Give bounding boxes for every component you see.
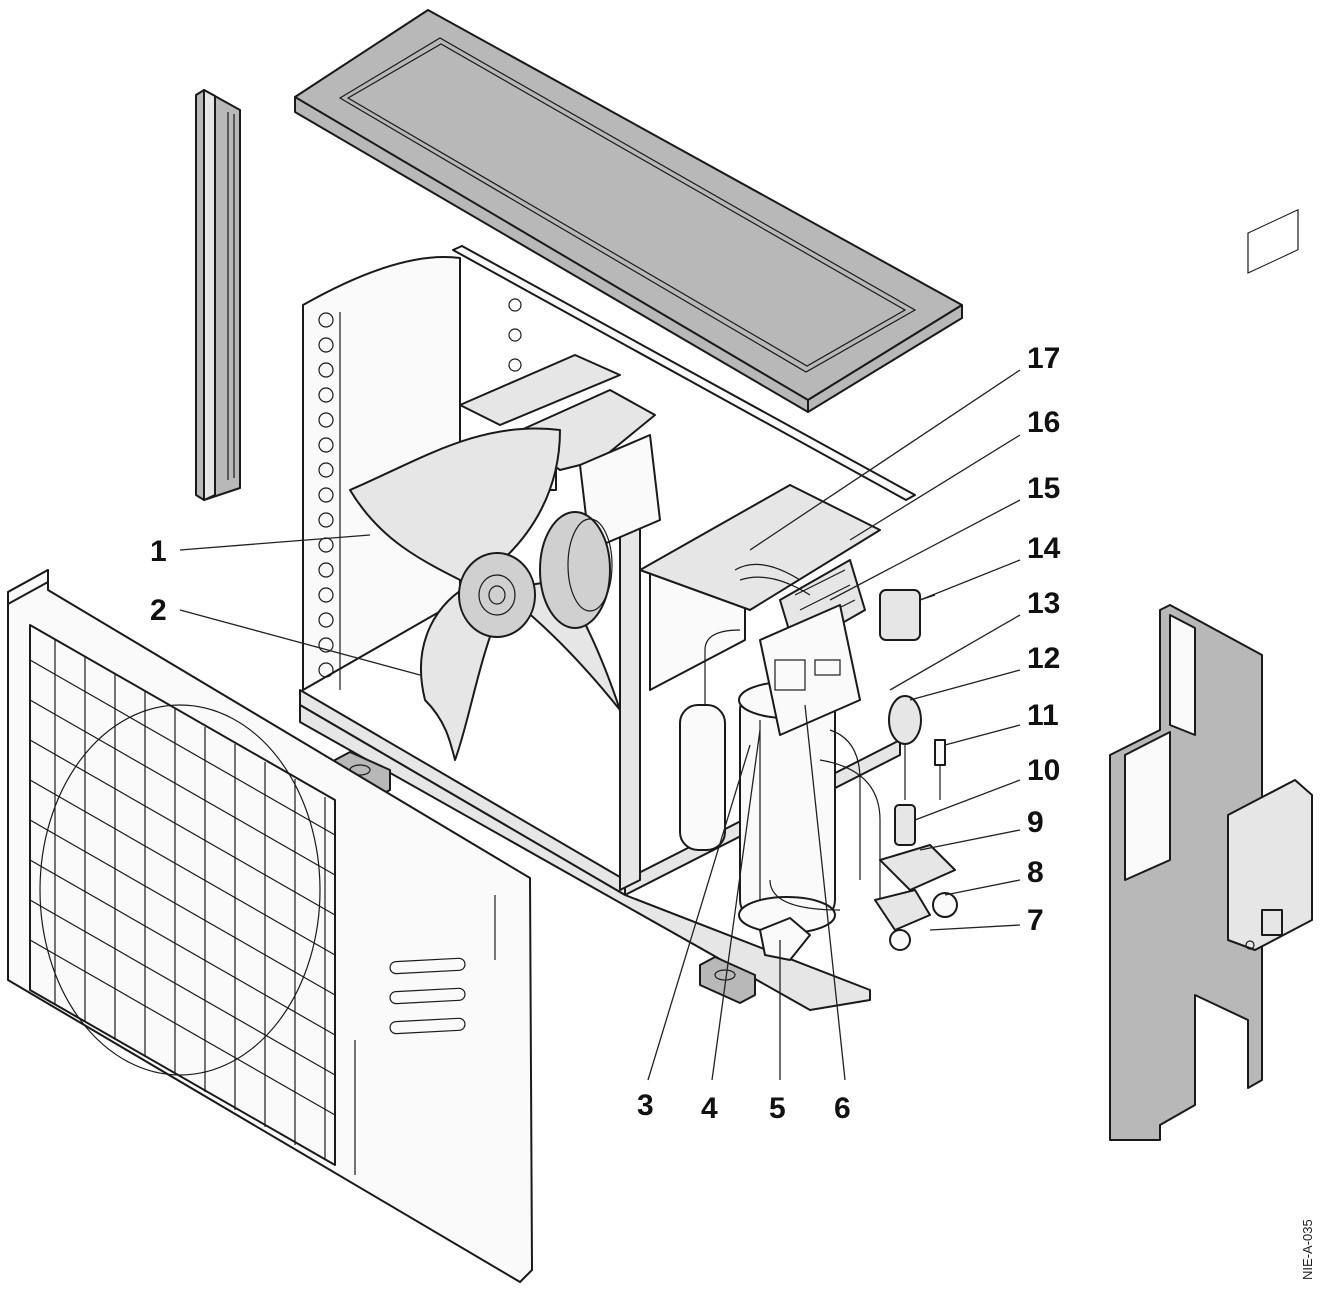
fan-motor bbox=[539, 511, 613, 629]
coil-tube-bends bbox=[318, 298, 522, 678]
callout-4: 4 bbox=[701, 1092, 718, 1125]
callout-labels: 1 2 3 4 5 6 7 8 9 10 11 12 13 14 15 16 1… bbox=[150, 342, 1061, 1125]
callout-1: 1 bbox=[150, 535, 167, 568]
callout-10: 10 bbox=[1027, 754, 1060, 787]
expansion-valve bbox=[888, 695, 922, 800]
callout-16: 16 bbox=[1027, 406, 1060, 439]
leader-lines bbox=[179, 369, 1021, 1081]
fan-blade bbox=[349, 427, 621, 761]
top-cover-panel bbox=[294, 9, 963, 413]
figure-code: NIE-A-035 bbox=[1300, 1219, 1315, 1280]
corner-post bbox=[195, 89, 241, 501]
callout-11: 11 bbox=[1027, 699, 1059, 732]
callout-7: 7 bbox=[1027, 904, 1044, 937]
service-valve-gas bbox=[879, 844, 958, 918]
callout-9: 9 bbox=[1027, 806, 1044, 839]
callout-5: 5 bbox=[769, 1092, 786, 1125]
four-way-valve bbox=[879, 589, 936, 641]
service-valve-liquid bbox=[874, 889, 931, 951]
front-grille-panel bbox=[7, 569, 533, 1283]
strainer bbox=[894, 804, 916, 846]
grille-bars bbox=[29, 640, 336, 1160]
callout-3: 3 bbox=[637, 1089, 654, 1122]
grille-slots bbox=[354, 895, 496, 1175]
condenser-coil bbox=[302, 256, 522, 691]
callout-6: 6 bbox=[834, 1092, 851, 1125]
callout-2: 2 bbox=[150, 594, 167, 627]
side-panel bbox=[1109, 208, 1313, 1141]
sensor bbox=[934, 739, 946, 800]
callout-13: 13 bbox=[1027, 587, 1060, 620]
control-board bbox=[759, 604, 861, 736]
callout-17: 17 bbox=[1027, 342, 1060, 375]
callout-8: 8 bbox=[1027, 856, 1044, 889]
accumulator bbox=[679, 629, 741, 851]
callout-15: 15 bbox=[1027, 472, 1060, 505]
callout-14: 14 bbox=[1027, 532, 1061, 565]
callout-12: 12 bbox=[1027, 642, 1060, 675]
